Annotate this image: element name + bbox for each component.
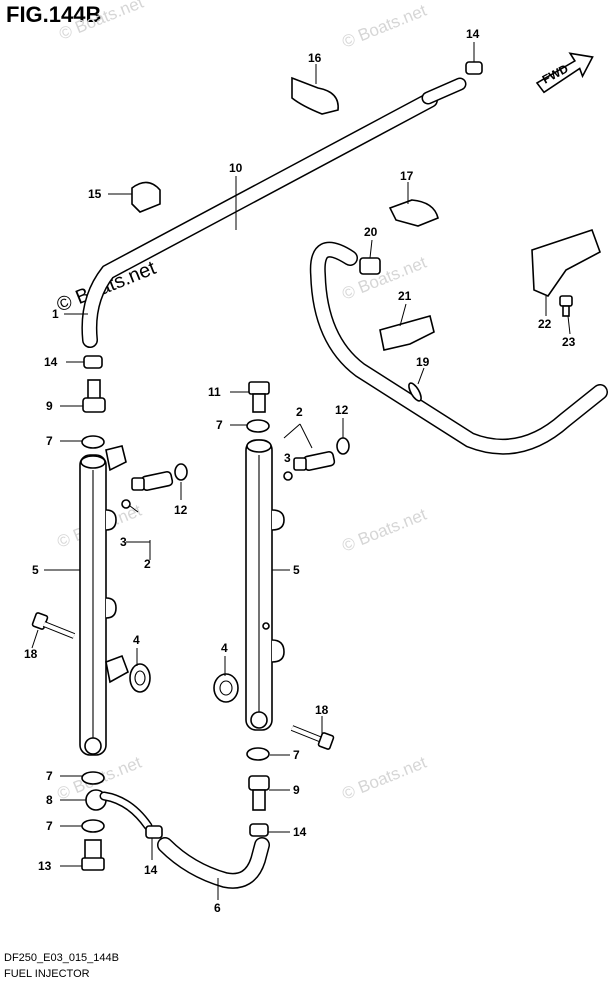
part-14-clip [145,825,163,839]
callout-23: 23 [562,335,576,349]
part-19-hose [309,241,608,455]
callout-4: 4 [221,641,228,655]
callout-8: 8 [46,793,53,807]
callout-2: 2 [296,405,303,419]
part-22-bracket [531,228,601,297]
callout-6: 6 [214,901,221,915]
part-8-pipe [85,789,153,831]
callout-10: 10 [229,161,243,175]
diagram-name: FUEL INJECTOR [4,968,90,980]
callout-7: 7 [46,434,53,448]
watermark: © Boats.net [56,0,146,44]
callout-14: 14 [44,355,58,369]
callout-13: 13 [38,859,52,873]
part-11-bolt [248,381,270,413]
part-9-connector [248,775,270,811]
callout-7: 7 [216,418,223,432]
part-6-hose [157,837,270,889]
diagram-code: DF250_E03_015_144B [4,952,119,964]
watermark: © Boats.net [339,505,429,556]
watermark: © Boats.net [339,1,429,52]
part-9-connector [82,379,106,413]
callout-3: 3 [120,535,127,549]
callout-3: 3 [284,451,291,465]
part-7-washer [246,747,270,761]
part-15-clamp [131,181,161,213]
callout-labels: 1 2 2 3 3 4 4 5 5 6 7 7 7 7 7 8 9 9 10 1… [24,27,576,915]
part-12-seal [174,463,188,481]
part-14-clip [249,823,269,837]
callout-12: 12 [174,503,188,517]
part-21-clamp [379,315,435,351]
part-20-clip [359,257,381,275]
part-2-injector-right [293,450,336,472]
leader-lines [31,42,571,900]
callout-19: 19 [416,355,430,369]
callout-12: 12 [335,403,349,417]
callout-7: 7 [46,769,53,783]
watermarks: © Boats.net © Boats.net © Boats.net © Bo… [54,0,429,804]
part-14-clip [465,61,483,75]
callout-17: 17 [400,169,414,183]
callout-20: 20 [364,225,378,239]
part-12-seal [336,437,350,455]
callout-16: 16 [308,51,322,65]
part-3-o-ring [121,499,131,509]
part-7-washer [81,435,105,449]
fwd-arrow-icon: FWD [535,52,594,94]
part-18-bolt [31,612,76,639]
part-18-bolt [290,725,335,750]
part-4-cushion [213,673,239,703]
callout-14: 14 [466,27,480,41]
part-14-clip [83,355,103,369]
part-17-clamp [388,199,439,227]
part-10-hose [81,77,467,348]
part-5-fuel-rail-right [245,439,285,731]
part-7-washer [81,771,105,785]
callout-7: 7 [293,748,300,762]
part-2-injector-left [131,470,174,492]
callout-18: 18 [315,703,329,717]
callout-9: 9 [46,399,53,413]
part-7-washer [246,419,270,433]
watermark: © Boats.net [339,753,429,804]
callout-11: 11 [208,385,221,399]
part-4-cushion [129,663,151,693]
part-23-bolt [559,295,573,317]
callout-21: 21 [398,289,412,303]
part-13-bolt [81,839,105,871]
callout-5: 5 [32,563,39,577]
callout-7: 7 [46,819,53,833]
part-7-washer [81,819,105,833]
callout-9: 9 [293,783,300,797]
part-3-o-ring [283,471,293,481]
callout-18: 18 [24,647,38,661]
callout-2: 2 [144,557,151,571]
figure-title: FIG.144B [6,2,102,27]
callout-22: 22 [538,317,552,331]
callout-5: 5 [293,563,300,577]
callout-15: 15 [88,187,102,201]
callout-14: 14 [144,863,158,877]
callout-1: 1 [52,307,59,321]
callout-14: 14 [293,825,307,839]
callout-4: 4 [133,633,140,647]
part-5-fuel-rail-left [79,445,129,756]
part-16-clamp [291,76,339,115]
